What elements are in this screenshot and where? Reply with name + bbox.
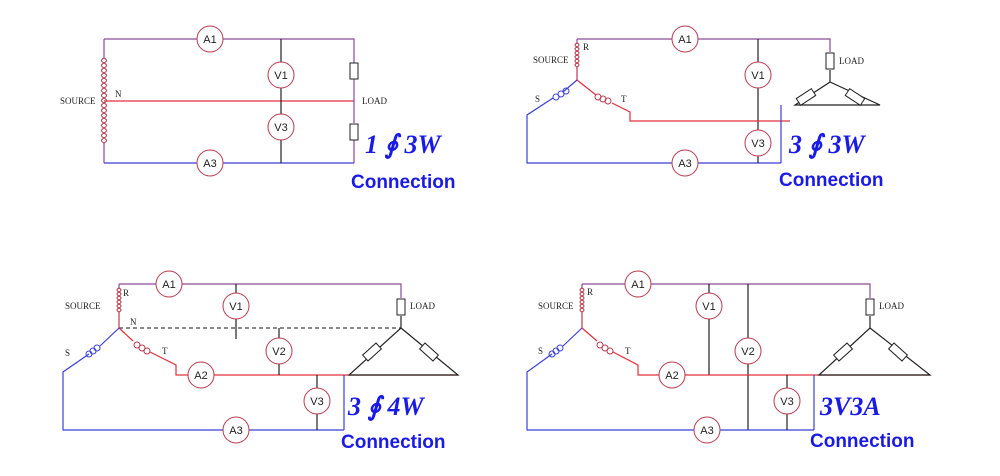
svg-text:A1: A1 xyxy=(162,279,175,291)
svg-text:A1: A1 xyxy=(678,34,691,46)
wires xyxy=(62,283,460,431)
load-resistor xyxy=(362,342,382,362)
diagram-title: 1 ∮ 3W xyxy=(365,130,443,159)
meter-v1: V1 xyxy=(695,292,723,320)
diagram-subtitle: Connection xyxy=(341,432,446,453)
diagram-3v3a: SOURCE R S T LOAD A1 V1 V2 A2 V3 A3 3V3A… xyxy=(526,270,932,452)
svg-text:V3: V3 xyxy=(310,396,323,408)
load-resistor xyxy=(888,342,908,362)
meter-v3: V3 xyxy=(303,387,331,415)
meter-a3: A3 xyxy=(222,416,250,444)
meter-v2: V2 xyxy=(734,337,762,365)
phase-t-label: T xyxy=(625,346,631,356)
diagram-subtitle: Connection xyxy=(810,431,915,452)
diagram-title: 3 ∮ 3W xyxy=(788,130,867,159)
svg-text:A2: A2 xyxy=(665,370,678,382)
svg-text:A3: A3 xyxy=(229,425,242,437)
svg-text:A1: A1 xyxy=(631,279,644,291)
meter-a2: A2 xyxy=(187,361,215,389)
phase-r-label: R xyxy=(123,288,129,298)
meter-a3: A3 xyxy=(693,416,721,444)
wires xyxy=(526,283,932,431)
svg-text:V1: V1 xyxy=(229,301,242,313)
phase-s-label: S xyxy=(538,346,543,356)
svg-text:V2: V2 xyxy=(272,346,285,358)
source-coil-s xyxy=(548,344,564,358)
svg-text:A1: A1 xyxy=(203,34,216,46)
meter-v1: V1 xyxy=(267,61,295,89)
load-resistor xyxy=(825,52,835,70)
load-label: LOAD xyxy=(410,301,435,311)
svg-text:V1: V1 xyxy=(702,301,715,313)
svg-text:V3: V3 xyxy=(274,122,287,134)
diagram-3p3w: SOURCE R S T LOAD A1 V1 V3 A3 3 ∮ 3W Con… xyxy=(526,25,884,191)
source-coil-r xyxy=(579,287,585,313)
source-coil-s xyxy=(552,87,570,101)
meter-v1: V1 xyxy=(744,61,772,89)
load-resistor xyxy=(865,298,875,316)
svg-text:A3: A3 xyxy=(700,425,713,437)
load-resistor xyxy=(349,62,359,80)
load-resistor xyxy=(419,342,439,362)
meter-a1: A1 xyxy=(196,25,224,53)
phase-r-label: R xyxy=(587,287,593,297)
svg-text:V1: V1 xyxy=(274,70,287,82)
phase-s-label: S xyxy=(535,94,540,104)
wires xyxy=(103,38,355,164)
load-resistor xyxy=(833,342,853,362)
svg-text:A3: A3 xyxy=(678,158,691,170)
meter-a3: A3 xyxy=(671,149,699,177)
load-resistor xyxy=(844,88,866,106)
source-coil-t xyxy=(594,93,612,105)
wires xyxy=(526,38,881,164)
meter-v3: V3 xyxy=(267,113,295,141)
meter-v3: V3 xyxy=(773,387,801,415)
svg-text:V1: V1 xyxy=(751,70,764,82)
source-label: SOURCE xyxy=(60,96,96,106)
load-resistor xyxy=(795,88,817,106)
phase-t-label: T xyxy=(621,94,627,104)
meter-v2: V2 xyxy=(265,337,293,365)
source-coil-t xyxy=(596,341,614,355)
diagram-subtitle: Connection xyxy=(351,172,456,193)
neutral-label: N xyxy=(130,317,137,327)
load-label: LOAD xyxy=(839,56,864,66)
svg-text:A2: A2 xyxy=(194,370,207,382)
source-coil-s xyxy=(85,344,101,358)
meter-v3: V3 xyxy=(744,129,772,157)
source-coil xyxy=(101,57,107,144)
diagram-1p3w: SOURCE N LOAD A1 V1 V3 A3 1 ∮ 3W Connect… xyxy=(60,25,456,193)
load-label: LOAD xyxy=(879,301,904,311)
phase-s-label: S xyxy=(65,348,70,358)
meter-a1: A1 xyxy=(671,25,699,53)
load-resistor xyxy=(349,123,359,141)
meter-a3: A3 xyxy=(196,149,224,177)
load-label: LOAD xyxy=(362,96,387,106)
diagram-title: 3V3A xyxy=(819,392,881,421)
phase-t-label: T xyxy=(162,346,168,356)
source-coil-r xyxy=(574,42,580,68)
meter-a1: A1 xyxy=(155,270,183,298)
phase-r-label: R xyxy=(583,42,589,52)
svg-text:V2: V2 xyxy=(741,346,754,358)
source-label: SOURCE xyxy=(533,55,569,65)
diagram-subtitle: Connection xyxy=(779,170,884,191)
diagram-title: 3 ∮ 4W xyxy=(347,392,426,421)
source-label: SOURCE xyxy=(65,301,101,311)
svg-text:A3: A3 xyxy=(203,158,216,170)
source-coil-r xyxy=(116,287,122,313)
meter-a1: A1 xyxy=(624,270,652,298)
source-label: SOURCE xyxy=(538,301,574,311)
meter-v1: V1 xyxy=(222,292,250,320)
diagram-3p4w: SOURCE R S T N LOAD A1 V1 V2 A2 V3 A3 3 … xyxy=(62,270,460,453)
load-resistor xyxy=(396,298,406,316)
meter-a2: A2 xyxy=(658,361,686,389)
svg-text:V3: V3 xyxy=(780,396,793,408)
svg-text:V3: V3 xyxy=(751,138,764,150)
source-coil-t xyxy=(133,341,151,355)
neutral-label: N xyxy=(115,89,122,99)
